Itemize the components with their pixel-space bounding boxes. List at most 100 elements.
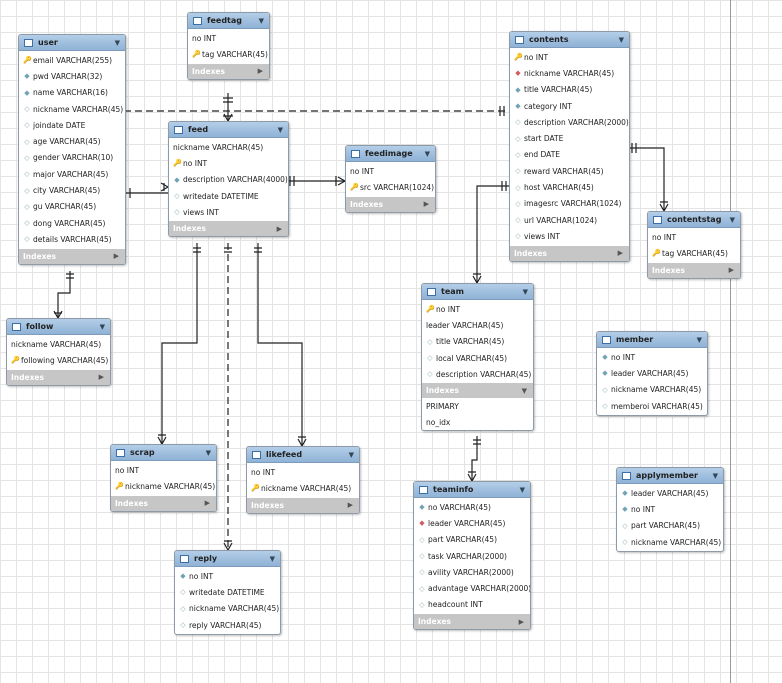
chevron-down-icon[interactable]: ▼ — [114, 38, 120, 47]
column-row[interactable]: ◇start DATE — [510, 130, 629, 146]
table-feedimage[interactable]: feedimage▼no INT🔑src VARCHAR(1024)Indexe… — [345, 145, 436, 213]
table-header[interactable]: feed▼ — [169, 122, 288, 138]
column-row[interactable]: 🔑tag VARCHAR(45) — [188, 46, 269, 62]
table-follow[interactable]: follow▼nickname VARCHAR(45)🔑following VA… — [6, 318, 111, 386]
column-row[interactable]: ◇nickname VARCHAR(45) — [597, 382, 707, 398]
column-row[interactable]: ◆description VARCHAR(4000) — [169, 172, 288, 188]
table-reply[interactable]: reply▼◆no INT◇writedate DATETIME◇nicknam… — [174, 550, 281, 636]
indexes-bar[interactable]: Indexes▶ — [346, 196, 435, 212]
column-row[interactable]: ◇local VARCHAR(45) — [422, 350, 533, 366]
indexes-bar[interactable]: Indexes▼ — [422, 383, 533, 399]
column-row[interactable]: ◇title VARCHAR(45) — [422, 334, 533, 350]
column-row[interactable]: no INT — [111, 462, 216, 478]
indexes-bar[interactable]: Indexes▶ — [188, 63, 269, 79]
chevron-down-icon[interactable]: ▼ — [522, 287, 528, 296]
column-row[interactable]: 🔑no INT — [510, 49, 629, 65]
column-row[interactable]: ◇major VARCHAR(45) — [19, 166, 125, 182]
table-header[interactable]: feedtag▼ — [188, 13, 269, 29]
chevron-right-icon[interactable]: ▶ — [98, 373, 104, 382]
table-scrap[interactable]: scrap▼no INT🔑nickname VARCHAR(45)Indexes… — [110, 444, 217, 512]
column-row[interactable]: ◇city VARCHAR(45) — [19, 182, 125, 198]
column-row[interactable]: no INT — [247, 464, 359, 480]
table-contents[interactable]: contents▼🔑no INT◆nickname VARCHAR(45)◆ti… — [509, 31, 630, 262]
column-row[interactable]: ◇writedate DATETIME — [175, 584, 280, 600]
column-row[interactable]: ◇gu VARCHAR(45) — [19, 199, 125, 215]
chevron-down-icon[interactable]: ▼ — [696, 335, 702, 344]
table-header[interactable]: scrap▼ — [111, 445, 216, 461]
indexes-bar[interactable]: Indexes▶ — [510, 245, 629, 261]
column-row[interactable]: nickname VARCHAR(45) — [169, 139, 288, 155]
column-row[interactable]: ◇host VARCHAR(45) — [510, 179, 629, 195]
column-row[interactable]: 🔑nickname VARCHAR(45) — [247, 480, 359, 496]
chevron-down-icon[interactable]: ▼ — [618, 35, 624, 44]
column-row[interactable]: ◇description VARCHAR(45) — [422, 366, 533, 382]
column-row[interactable]: ◇end DATE — [510, 147, 629, 163]
column-row[interactable]: ◇writedate DATETIME — [169, 188, 288, 204]
column-row[interactable]: ◆no INT — [597, 349, 707, 365]
chevron-down-icon[interactable]: ▼ — [277, 125, 283, 134]
column-row[interactable]: ◆category INT — [510, 98, 629, 114]
chevron-down-icon[interactable]: ▼ — [519, 485, 525, 494]
indexes-bar[interactable]: Indexes▶ — [7, 369, 110, 385]
chevron-right-icon[interactable]: ▶ — [518, 617, 524, 626]
column-row[interactable]: 🔑nickname VARCHAR(45) — [111, 478, 216, 494]
chevron-down-icon[interactable]: ▼ — [712, 471, 718, 480]
column-row[interactable]: ◇views INT — [169, 204, 288, 220]
chevron-right-icon[interactable]: ▶ — [728, 266, 734, 275]
column-row[interactable]: ◇avility VARCHAR(2000) — [414, 564, 530, 580]
column-row[interactable]: no INT — [346, 163, 435, 179]
column-row[interactable]: 🔑email VARCHAR(255) — [19, 52, 125, 68]
table-header[interactable]: applymember▼ — [617, 468, 723, 484]
table-header[interactable]: contents▼ — [510, 32, 629, 48]
column-row[interactable]: no INT — [648, 229, 740, 245]
column-row[interactable]: 🔑tag VARCHAR(45) — [648, 245, 740, 261]
column-row[interactable]: ◇joindate DATE — [19, 117, 125, 133]
column-row[interactable]: ◇imagesrc VARCHAR(1024) — [510, 196, 629, 212]
column-row[interactable]: 🔑no INT — [422, 301, 533, 317]
column-row[interactable]: ◇description VARCHAR(2000) — [510, 114, 629, 130]
table-feedtag[interactable]: feedtag▼no INT🔑tag VARCHAR(45)Indexes▶ — [187, 12, 270, 80]
column-row[interactable]: ◇nickname VARCHAR(45) — [617, 534, 723, 550]
indexes-bar[interactable]: Indexes▶ — [414, 614, 530, 630]
chevron-down-icon[interactable]: ▼ — [348, 450, 354, 459]
column-row[interactable]: ◇part VARCHAR(45) — [414, 532, 530, 548]
table-header[interactable]: likefeed▼ — [247, 447, 359, 463]
chevron-right-icon[interactable]: ▶ — [257, 67, 263, 76]
column-row[interactable]: ◆leader VARCHAR(45) — [414, 515, 530, 531]
column-row[interactable]: ◇gender VARCHAR(10) — [19, 150, 125, 166]
chevron-right-icon[interactable]: ▶ — [347, 501, 353, 510]
index-item[interactable]: no_idx — [426, 417, 451, 427]
table-header[interactable]: contentstag▼ — [648, 212, 740, 228]
table-header[interactable]: follow▼ — [7, 319, 110, 335]
column-row[interactable]: ◇nickname VARCHAR(45) — [19, 101, 125, 117]
column-row[interactable]: 🔑no INT — [169, 155, 288, 171]
chevron-down-icon[interactable]: ▼ — [521, 386, 527, 395]
column-row[interactable]: 🔑src VARCHAR(1024) — [346, 179, 435, 195]
column-row[interactable]: ◆no INT — [617, 501, 723, 517]
column-row[interactable]: ◇reply VARCHAR(45) — [175, 617, 280, 633]
index-item[interactable]: PRIMARY — [426, 401, 459, 411]
chevron-right-icon[interactable]: ▶ — [617, 249, 623, 258]
column-row[interactable]: ◇nickname VARCHAR(45) — [175, 601, 280, 617]
column-row[interactable]: no INT — [188, 30, 269, 46]
table-header[interactable]: member▼ — [597, 332, 707, 348]
table-likefeed[interactable]: likefeed▼no INT🔑nickname VARCHAR(45)Inde… — [246, 446, 360, 514]
column-row[interactable]: ◆no INT — [175, 568, 280, 584]
chevron-right-icon[interactable]: ▶ — [276, 224, 282, 233]
table-header[interactable]: user▼ — [19, 35, 125, 51]
column-row[interactable]: ◇task VARCHAR(2000) — [414, 548, 530, 564]
table-applymember[interactable]: applymember▼◆leader VARCHAR(45)◆no INT◇p… — [616, 467, 724, 553]
table-user[interactable]: user▼🔑email VARCHAR(255)◆pwd VARCHAR(32)… — [18, 34, 126, 265]
table-header[interactable]: team▼ — [422, 284, 533, 300]
indexes-bar[interactable]: Indexes▶ — [169, 221, 288, 237]
table-contentstag[interactable]: contentstag▼no INT🔑tag VARCHAR(45)Indexe… — [647, 211, 741, 279]
column-row[interactable]: ◆nickname VARCHAR(45) — [510, 65, 629, 81]
column-row[interactable]: ◆leader VARCHAR(45) — [617, 485, 723, 501]
column-row[interactable]: 🔑following VARCHAR(45) — [7, 352, 110, 368]
chevron-down-icon[interactable]: ▼ — [729, 215, 735, 224]
column-row[interactable]: nickname VARCHAR(45) — [7, 336, 110, 352]
column-row[interactable]: ◇memberoi VARCHAR(45) — [597, 398, 707, 414]
chevron-down-icon[interactable]: ▼ — [258, 16, 264, 25]
chevron-right-icon[interactable]: ▶ — [204, 499, 210, 508]
